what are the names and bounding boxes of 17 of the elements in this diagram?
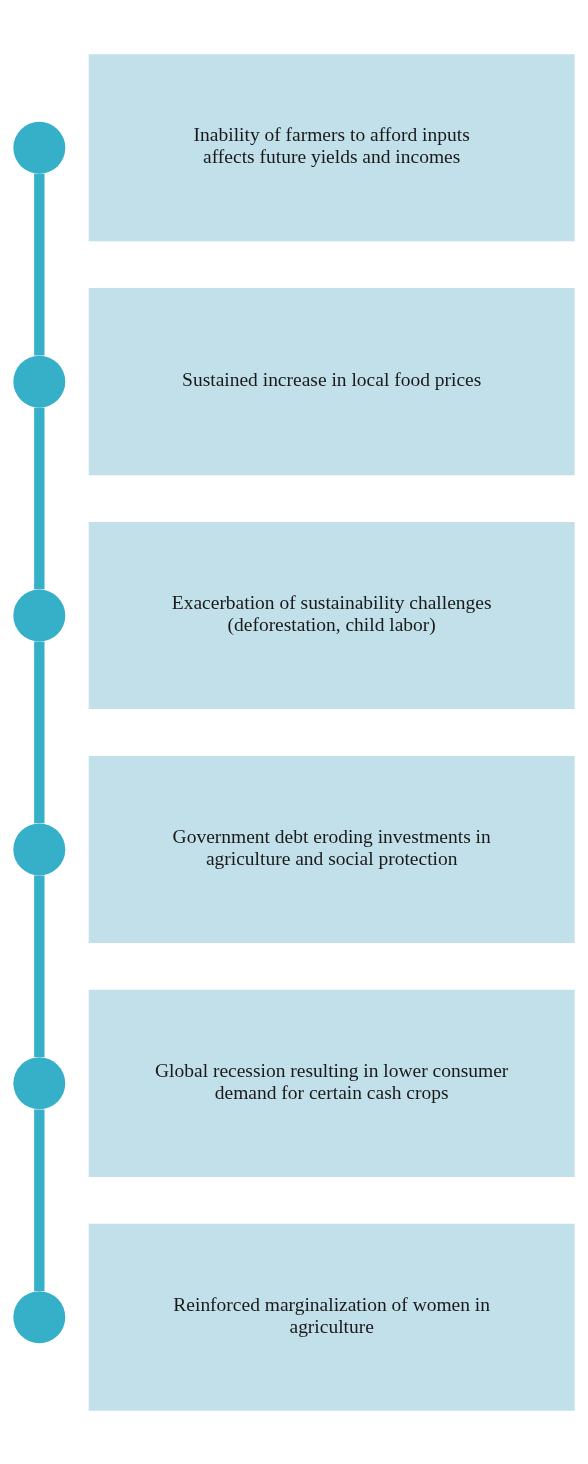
node-circle <box>13 1290 66 1343</box>
node-box: Exacerbation of sustainability challenges (deforestation, child labor) <box>88 521 575 709</box>
connector <box>34 407 45 589</box>
connector <box>34 641 45 823</box>
node-circle <box>13 1056 66 1109</box>
node-box: Sustained increase in local food prices <box>88 287 575 475</box>
node-circle <box>13 822 66 875</box>
connector <box>34 875 45 1057</box>
node-circle <box>13 355 66 408</box>
connector <box>34 173 45 355</box>
node-box: Global recession resulting in lower consumer demand for certain cash crops <box>88 989 575 1177</box>
node-box: Inability of farmers to afford inputs affects future yields and incomes <box>88 53 575 241</box>
node-circle <box>13 121 66 174</box>
node-circle <box>13 589 66 642</box>
connector <box>34 1108 45 1291</box>
node-box: Reinforced marginalization of women in agriculture <box>88 1223 575 1411</box>
node-box: Government debt eroding investments in agriculture and social protection <box>88 755 575 943</box>
